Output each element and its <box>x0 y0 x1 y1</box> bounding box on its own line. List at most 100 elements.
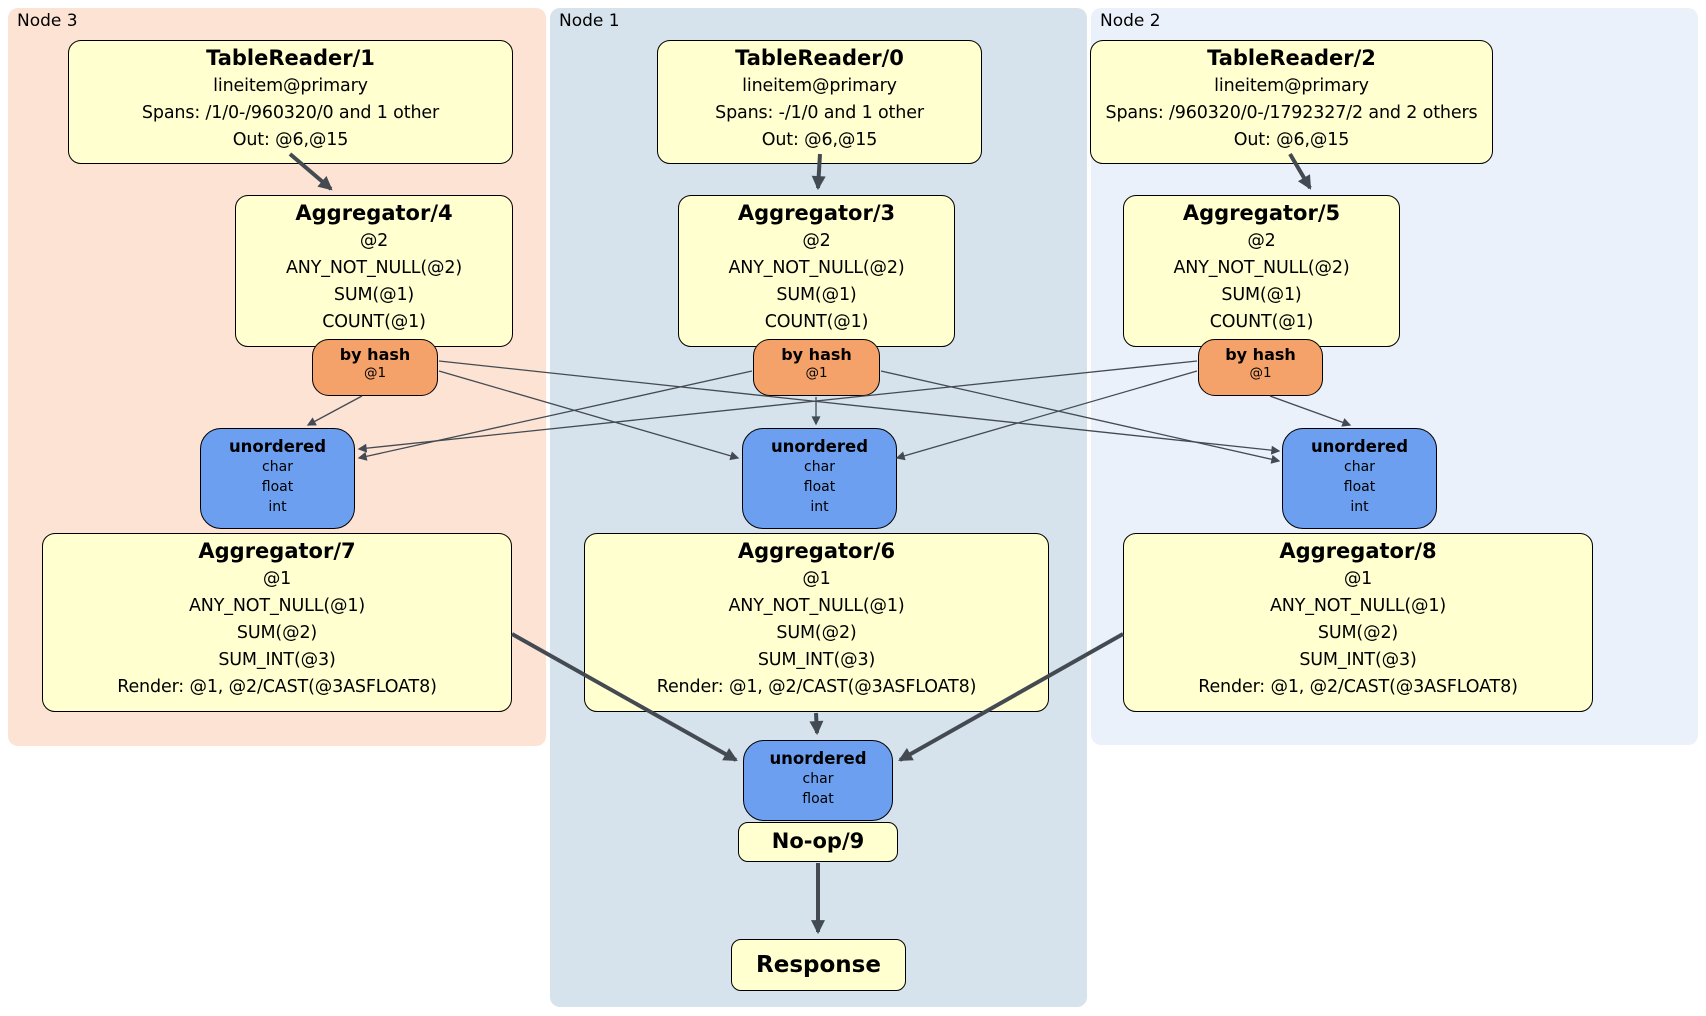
box-line: Spans: /960320/0-/1792327/2 and 2 others <box>1105 102 1478 123</box>
box-line: SUM_INT(@3) <box>757 649 876 670</box>
box-line: char <box>804 459 835 476</box>
box-line: @1 <box>802 568 831 589</box>
box-line: COUNT(@1) <box>764 311 869 332</box>
box-line: lineitem@primary <box>1214 75 1369 96</box>
response-title: Response <box>756 951 881 978</box>
box-line: int <box>1350 499 1369 516</box>
unordered-sync-middle-box: unordered char float int <box>742 428 897 529</box>
response-box: Response <box>731 939 906 991</box>
unordered-sync-middle-title: unordered <box>770 437 869 456</box>
aggregator-5-title: Aggregator/5 <box>1182 201 1341 225</box>
unordered-sync-right-title: unordered <box>1310 437 1409 456</box>
box-line: Out: @6,@15 <box>761 129 878 150</box>
box-line: @1 <box>805 365 828 381</box>
unordered-sync-left-title: unordered <box>228 437 327 456</box>
box-line: lineitem@primary <box>213 75 368 96</box>
hash-router-left-box: by hash @1 <box>312 339 438 396</box>
box-line: @1 <box>363 365 387 381</box>
unordered-sync-middle-body: char float int <box>743 457 896 517</box>
box-line: SUM(@1) <box>776 284 857 305</box>
box-line: Out: @6,@15 <box>1233 129 1350 150</box>
aggregator-4-title: Aggregator/4 <box>295 201 453 225</box>
aggregator-6-title: Aggregator/6 <box>737 539 896 563</box>
box-line: char <box>802 771 834 788</box>
box-line: Spans: /1/0-/960320/0 and 1 other <box>141 102 440 123</box>
box-line: SUM(@1) <box>333 284 415 305</box>
aggregator-3-title: Aggregator/3 <box>737 201 896 225</box>
node2-label: Node 2 <box>1100 11 1161 31</box>
box-line: @1 <box>1343 568 1373 589</box>
box-line: SUM(@2) <box>236 622 318 643</box>
hash-router-right-body: @1 <box>1199 365 1322 381</box>
unordered-sync-final-box: unordered char float <box>743 740 893 821</box>
box-line: @2 <box>802 230 831 251</box>
box-line: ANY_NOT_NULL(@2) <box>728 257 905 278</box>
hash-router-middle-title: by hash <box>781 345 852 364</box>
hash-router-left-body: @1 <box>313 365 437 381</box>
box-line: ANY_NOT_NULL(@2) <box>1173 257 1350 278</box>
box-line: lineitem@primary <box>742 75 897 96</box>
box-line: Render: @1, @2/CAST(@3ASFLOAT8) <box>1198 676 1518 697</box>
unordered-sync-final-body: char float <box>744 769 892 809</box>
box-line: @2 <box>1247 230 1276 251</box>
tablereader-1-title: TableReader/1 <box>206 46 375 70</box>
box-line: @1 <box>1249 365 1272 381</box>
box-line: int <box>810 499 829 516</box>
box-line: ANY_NOT_NULL(@1) <box>1269 595 1447 616</box>
box-line: Render: @1, @2/CAST(@3ASFLOAT8) <box>117 676 437 697</box>
box-line: SUM(@1) <box>1221 284 1302 305</box>
aggregator-7-title: Aggregator/7 <box>198 539 356 563</box>
box-line: SUM(@2) <box>776 622 857 643</box>
box-line: char <box>262 459 293 476</box>
box-line: SUM(@2) <box>1317 622 1399 643</box>
box-line: ANY_NOT_NULL(@1) <box>728 595 905 616</box>
noop-9-title: No-op/9 <box>771 829 865 854</box>
box-line: char <box>1344 459 1375 476</box>
box-line: SUM_INT(@3) <box>1299 649 1417 670</box>
hash-router-right-box: by hash @1 <box>1198 339 1323 396</box>
box-line: int <box>268 499 287 516</box>
box-line: Spans: -/1/0 and 1 other <box>715 102 924 123</box>
box-line: float <box>803 479 836 496</box>
node3-label: Node 3 <box>17 11 78 31</box>
box-line: SUM_INT(@3) <box>218 649 336 670</box>
box-line: @2 <box>359 230 389 251</box>
hash-router-right-title: by hash <box>1225 345 1296 364</box>
box-line: COUNT(@1) <box>1209 311 1314 332</box>
hash-router-middle-body: @1 <box>754 365 879 381</box>
box-line: @1 <box>262 568 292 589</box>
box-line: ANY_NOT_NULL(@2) <box>285 257 463 278</box>
hash-router-middle-box: by hash @1 <box>753 339 880 396</box>
tablereader-0-title: TableReader/0 <box>735 46 904 70</box>
box-line: ANY_NOT_NULL(@1) <box>188 595 366 616</box>
node1-label: Node 1 <box>559 11 620 31</box>
box-line: Render: @1, @2/CAST(@3ASFLOAT8) <box>656 676 977 697</box>
unordered-sync-final-title: unordered <box>769 749 867 768</box>
tablereader-2-title: TableReader/2 <box>1207 46 1376 70</box>
box-line: float <box>802 791 834 808</box>
noop-9-box: No-op/9 <box>738 822 898 862</box>
hash-router-left-title: by hash <box>339 345 411 364</box>
box-line: COUNT(@1) <box>322 311 426 332</box>
box-line: Out: @6,@15 <box>232 129 349 150</box>
